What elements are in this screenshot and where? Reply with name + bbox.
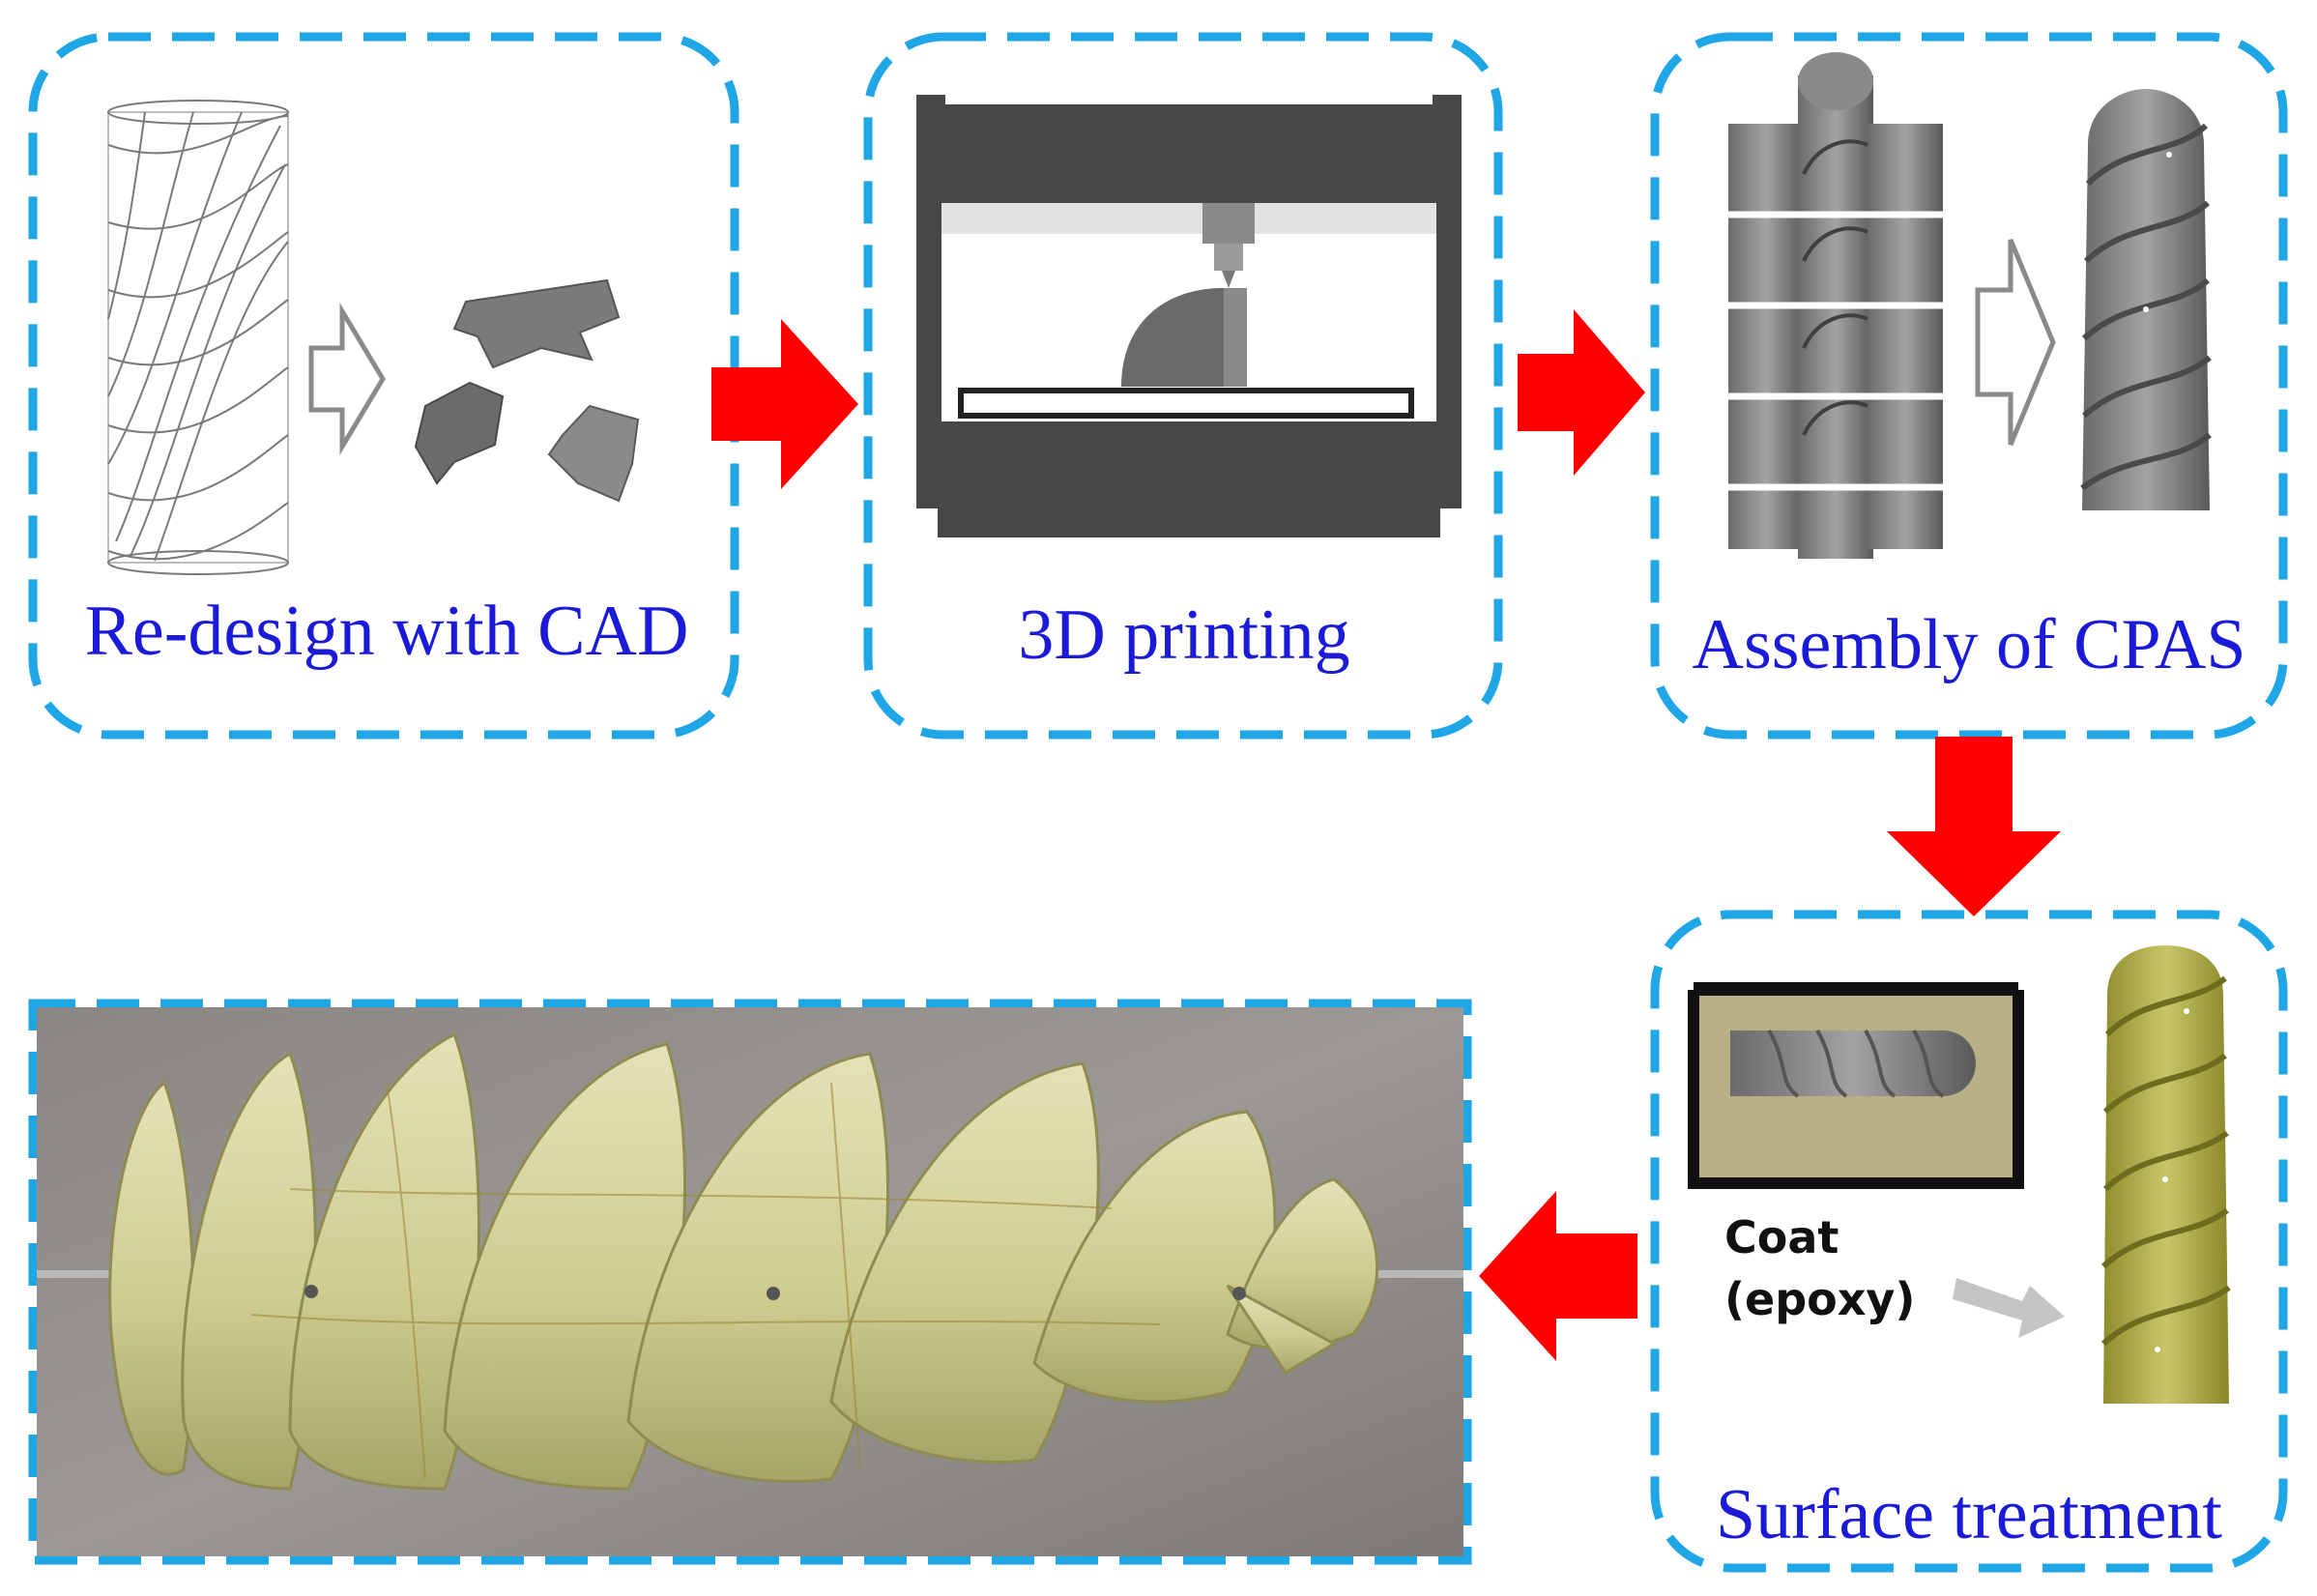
flow-arrows — [711, 309, 2061, 1361]
red-block-arrow-icon — [711, 319, 858, 489]
coat-sublabel: (epoxy) — [1724, 1273, 1915, 1325]
gray-arrow-icon — [1953, 1278, 2065, 1338]
stage-frames — [28, 32, 2288, 1573]
printed-part — [1121, 288, 1247, 387]
assembly-segments — [1728, 52, 1943, 559]
epoxy-tank — [1688, 982, 2024, 1189]
stage-label-cad: Re-design with CAD — [84, 592, 689, 671]
frame-assembly — [1650, 32, 2288, 740]
segment-part-3 — [547, 404, 640, 503]
stage-label-assembly: Assembly of CPAS — [1692, 605, 2246, 684]
shaft-bolt — [767, 1287, 780, 1300]
frame-cad — [28, 32, 739, 740]
stage-label-printing: 3D printing — [1018, 595, 1350, 675]
red-block-arrow-icon — [1887, 737, 2061, 916]
shaft-bolt — [304, 1285, 318, 1298]
cad-segment-parts — [414, 278, 640, 503]
stage-label-surface: Surface treatment — [1716, 1475, 2222, 1554]
frame-surface — [1650, 910, 2288, 1573]
coated-cpas-model — [2100, 945, 2231, 1404]
coat-label: Coat — [1724, 1211, 1839, 1263]
3d-printer-icon — [916, 95, 1462, 537]
segment-part-1 — [452, 278, 621, 369]
cad-wireframe-model — [107, 100, 289, 575]
red-block-arrow-icon — [1479, 1191, 1637, 1361]
immersed-part — [1730, 1030, 1976, 1096]
segment-part-2 — [414, 381, 505, 485]
frame-final — [28, 999, 1472, 1565]
outline-arrow-icon — [308, 302, 386, 456]
outline-arrow-icon — [1975, 239, 2056, 446]
shaft-bolt — [1232, 1287, 1246, 1300]
print-bed — [958, 388, 1414, 419]
frame-printing — [863, 32, 1503, 740]
final-cpas-photo — [37, 1007, 1463, 1556]
red-block-arrow-icon — [1518, 309, 1645, 476]
assembled-cpas-model — [2080, 89, 2212, 510]
